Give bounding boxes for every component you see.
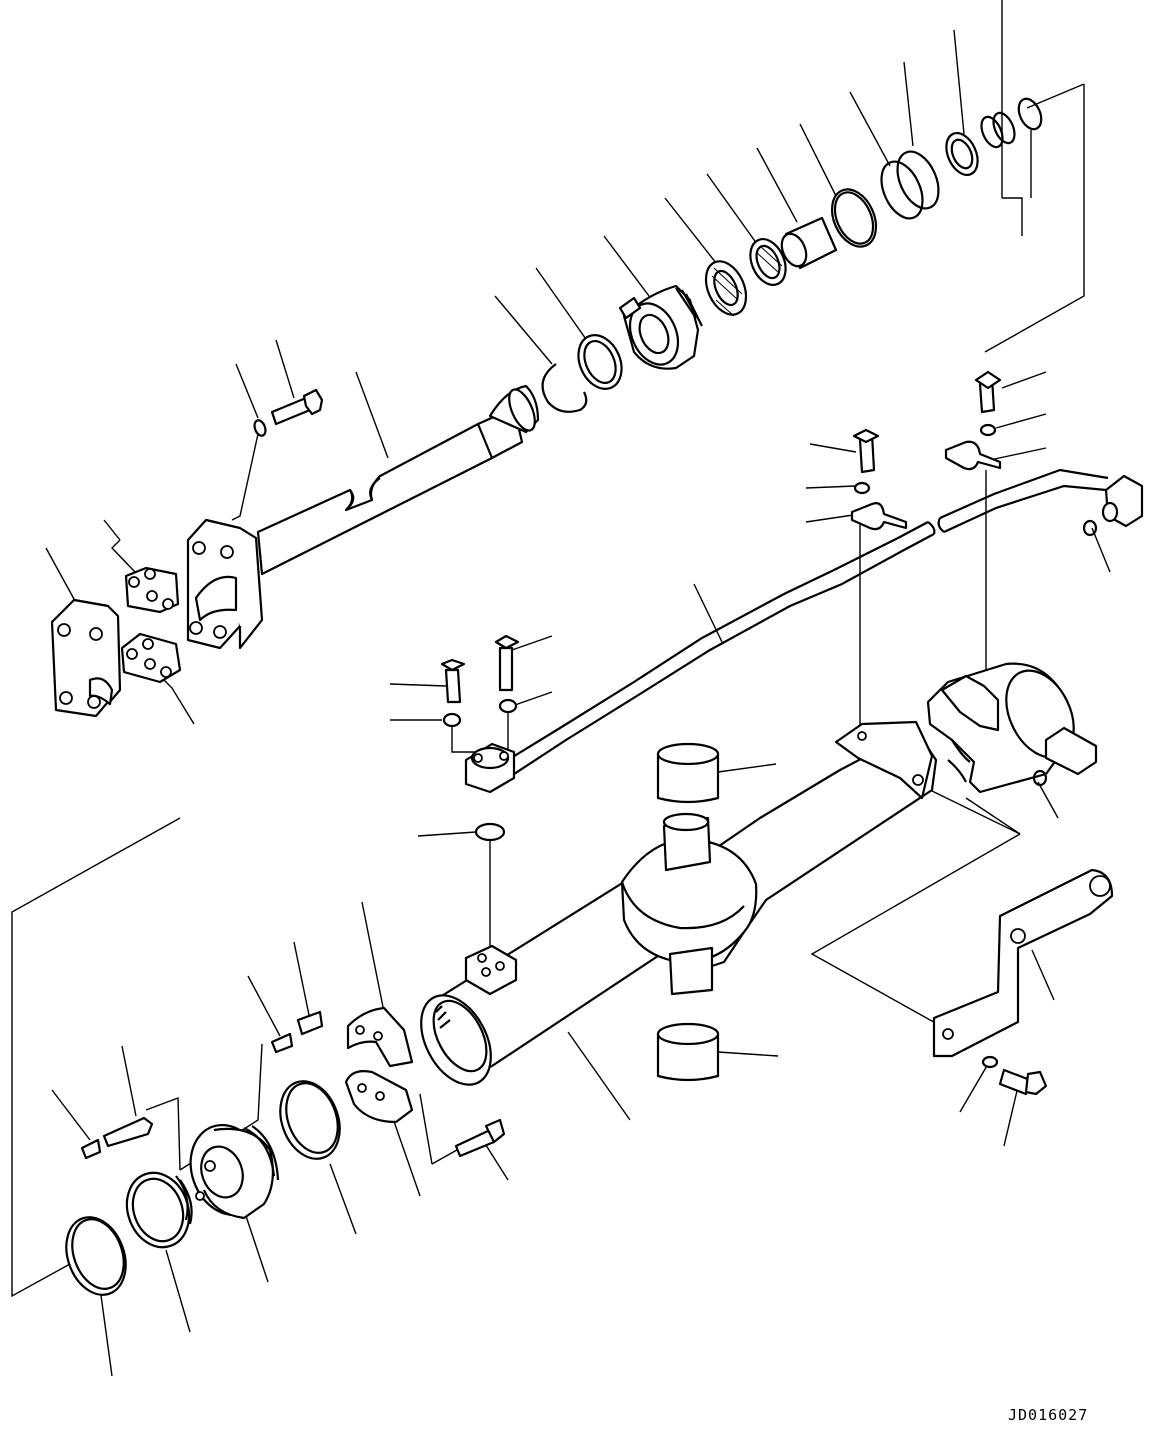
dust-seal (873, 145, 946, 224)
cylinder-tube (407, 660, 1096, 1097)
cylinder-head (178, 1114, 278, 1225)
wear-ring (570, 328, 629, 395)
backup-ring (824, 182, 885, 253)
head-o-ring-large (270, 1073, 350, 1167)
piston-rod (188, 386, 540, 648)
o-ring-pair (977, 95, 1045, 150)
snap-ring (543, 364, 587, 412)
flange-bolts-and-washers (442, 636, 518, 840)
head-wear-ring (56, 1209, 136, 1303)
rod-packing (777, 218, 836, 270)
rod-bushing-hatched (698, 255, 754, 321)
pipe-clamps-and-bolts (852, 372, 1000, 529)
lock-pins (82, 1012, 504, 1158)
trunnion-bushings (658, 744, 718, 1080)
stopper-bracket (934, 870, 1112, 1094)
buffer-ring-hatched (744, 234, 793, 291)
pipe-elbow-fitting (1084, 476, 1142, 535)
piston (620, 286, 702, 372)
head-seal (117, 1164, 199, 1256)
hydraulic-pipe (498, 470, 1108, 778)
split-collar-halves (346, 1008, 412, 1122)
snap-ring-small (940, 128, 983, 180)
flange-half-left (52, 600, 120, 716)
shim-plates (122, 568, 180, 682)
rod-bolt-and-washer (253, 390, 322, 437)
drawing-id-text: JD016027 (1008, 1406, 1088, 1424)
pipe-flange-fitting (466, 744, 514, 792)
